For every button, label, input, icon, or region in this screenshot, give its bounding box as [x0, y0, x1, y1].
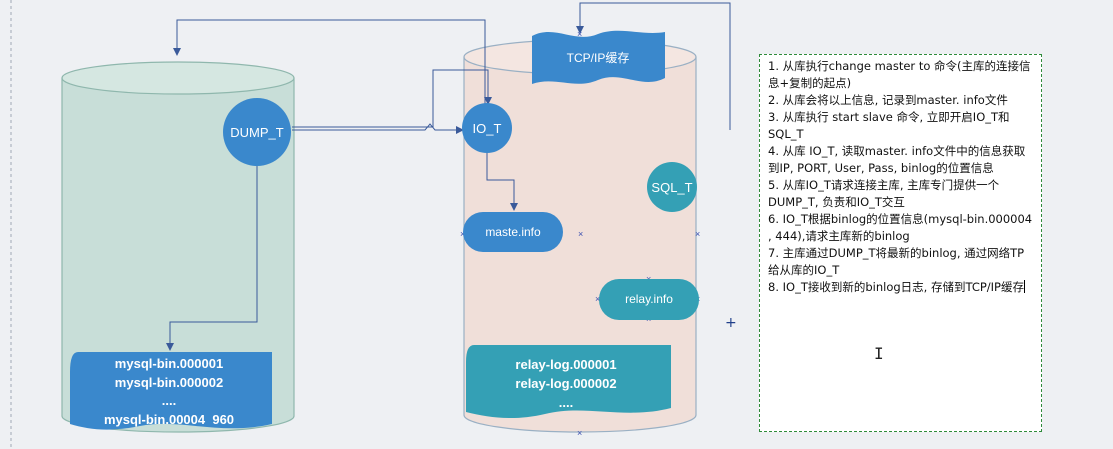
binlog-line-1: mysql-bin.000001 [115, 356, 223, 371]
step-7: 7. 主库通过DUMP_T将最新的binlog, 通过网络TP给从库的IO_T [768, 246, 1025, 277]
step-5: 5. 从库IO_T请求连接主库, 主库专门提供一个DUMP_T, 负责和IO_T… [768, 178, 1000, 209]
svg-text:×: × [695, 229, 700, 239]
io-thread-node: IO_T [462, 103, 512, 153]
svg-text:×: × [577, 29, 582, 39]
master-info-node: maste.info [463, 212, 563, 252]
step-8: 8. IO_T接收到新的binlog日志, 存储到TCP/IP缓存 [768, 279, 1035, 296]
connectors [166, 2, 731, 351]
ibeam-cursor-icon: I [874, 344, 884, 363]
dump-thread-node: DUMP_T [223, 98, 291, 166]
svg-text:×: × [577, 428, 582, 438]
sql-thread-node: SQL_T [647, 162, 697, 212]
binlog-line-3: .... [162, 393, 176, 408]
relay-info-label: relay.info [625, 292, 673, 306]
tcp-buffer-shape: TCP/IP缓存 [532, 30, 665, 84]
io-thread-label: IO_T [473, 121, 502, 136]
step-6: 6. IO_T根据binlog的位置信息(mysql-bin.000004 , … [768, 212, 1033, 243]
step-1: 1. 从库执行change master to 命令(主库的连接信息+复制的起点… [768, 59, 1031, 90]
binlog-line-4: mysql-bin.00004 960 [104, 412, 234, 427]
step-4: 4. 从库 IO_T, 读取master. info文件中的信息获取到IP, P… [768, 144, 1026, 175]
relaylog-line-1: relay-log.000001 [515, 357, 616, 372]
step-3: 3. 从库执行 start slave 命令, 立即开启IO_T和SQL_T [768, 110, 1010, 141]
relaylog-line-3: .... [559, 395, 573, 410]
sql-thread-label: SQL_T [651, 180, 692, 195]
step-2: 2. 从库会将以上信息, 记录到master. info文件 [768, 93, 1008, 107]
text-caret [1024, 280, 1025, 293]
master-cylinder [61, 61, 295, 433]
binlog-line-2: mysql-bin.000002 [115, 375, 223, 390]
svg-text:×: × [578, 229, 583, 239]
dump-thread-label: DUMP_T [230, 125, 284, 140]
svg-text:×: × [460, 229, 465, 239]
step-8-text: 8. IO_T接收到新的binlog日志, 存储到TCP/IP缓存 [768, 280, 1024, 294]
master-info-label: maste.info [485, 225, 541, 239]
master-binlog-doc: mysql-bin.000001 mysql-bin.000002 .... m… [70, 352, 272, 430]
svg-text:×: × [595, 294, 600, 304]
tcp-buffer-label: TCP/IP缓存 [567, 51, 630, 65]
slave-relaylog-doc: relay-log.000001 relay-log.000002 .... [466, 345, 671, 419]
crosshair-icon: + [725, 315, 737, 331]
relaylog-line-2: relay-log.000002 [515, 376, 616, 391]
steps-textbox[interactable]: 1. 从库执行change master to 命令(主库的连接信息+复制的起点… [759, 54, 1042, 432]
relay-info-node: relay.info [599, 279, 699, 320]
